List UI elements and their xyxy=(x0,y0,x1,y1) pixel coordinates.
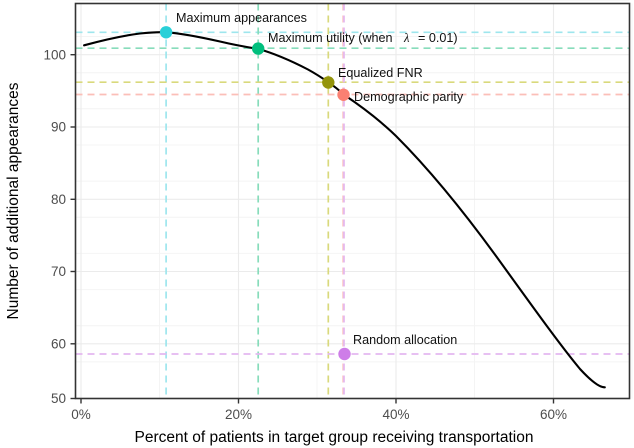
reference-lines-max-appearances xyxy=(75,3,630,399)
y-axis-label: Number of additional appearances xyxy=(5,82,22,319)
panel-border xyxy=(74,2,631,400)
x-axis-ticks xyxy=(80,398,555,404)
major-gridlines-horizontal xyxy=(75,54,630,345)
reference-lines-random-allocation xyxy=(75,3,630,399)
plot-panel xyxy=(75,3,630,399)
point-random-allocation[interactable] xyxy=(338,347,351,361)
annotation-equalized-fnr: Equalized FNR xyxy=(338,66,423,80)
annotation-max-utility-prefix: Maximum utility (when xyxy=(268,31,393,45)
y-tick-label-80: 80 xyxy=(51,192,66,207)
x-tick-label-60: 60% xyxy=(540,407,567,422)
y-tick-label-100: 100 xyxy=(43,47,66,62)
point-max-appearances[interactable] xyxy=(159,26,173,39)
x-tick-label-20: 20% xyxy=(225,407,252,422)
y-tick-label-50: 50 xyxy=(51,391,66,406)
annotation-demographic-parity: Demographic parity xyxy=(354,90,464,104)
annotation-random-allocation: Random allocation xyxy=(353,333,457,347)
point-demographic-parity[interactable] xyxy=(337,88,350,102)
y-tick-label-90: 90 xyxy=(51,120,66,135)
x-tick-label-40: 40% xyxy=(382,407,409,422)
annotation-lambda-symbol: λ xyxy=(403,31,410,45)
point-equalized-fnr[interactable] xyxy=(322,76,335,89)
reference-lines-equalized-fnr xyxy=(75,3,630,399)
reference-lines-max-utility xyxy=(75,3,630,399)
minor-gridlines-horizontal xyxy=(75,0,630,363)
y-tick-label-70: 70 xyxy=(51,264,66,279)
x-axis-label: Percent of patients in target group rece… xyxy=(135,429,534,446)
minor-gridlines-vertical xyxy=(159,3,633,399)
major-gridlines-vertical xyxy=(80,3,555,399)
x-tick-label-0: 0% xyxy=(71,407,91,422)
annotation-max-utility-suffix: = 0.01) xyxy=(418,31,458,45)
y-tick-label-60: 60 xyxy=(51,337,66,352)
point-max-utility[interactable] xyxy=(252,42,265,55)
y-axis-ticks xyxy=(70,54,76,400)
annotation-max-utility: Maximum utility (when λ = 0.01) xyxy=(268,31,458,45)
annotation-max-appearances: Maximum appearances xyxy=(176,11,307,25)
